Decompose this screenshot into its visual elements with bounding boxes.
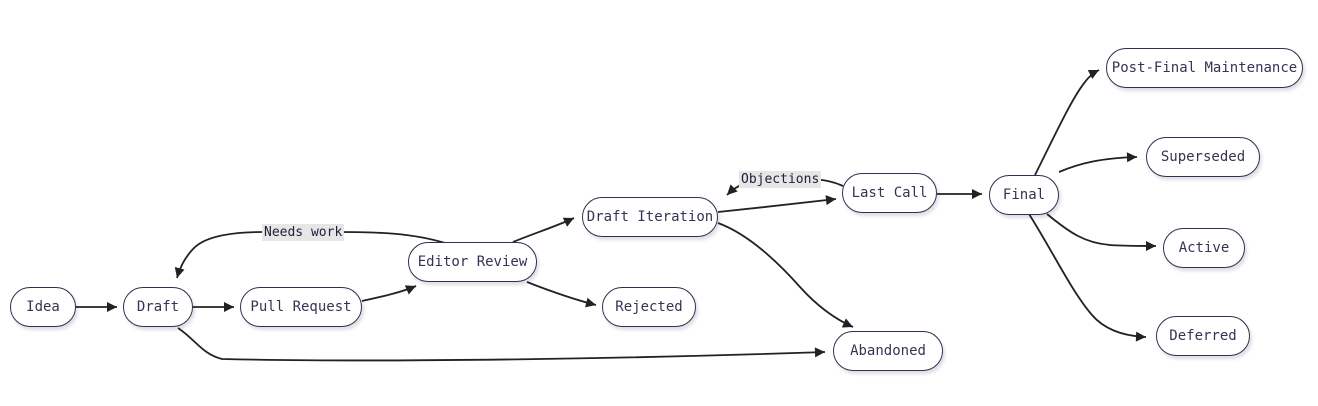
node-active: Active <box>1163 228 1245 268</box>
edge-editor-review-draft-iteration <box>512 217 575 243</box>
edge-final-active <box>1046 213 1157 251</box>
edge-pull-request-editor-review <box>361 285 417 302</box>
edge-draft-abandoned <box>177 327 826 362</box>
node-last-call: Last Call <box>842 173 937 213</box>
edge-final-deferred <box>1028 213 1147 342</box>
node-abandoned: Abandoned <box>833 331 943 371</box>
edge-label-needs-work: Needs work <box>262 224 345 241</box>
node-draft: Draft <box>123 287 193 327</box>
node-deferred: Deferred <box>1156 316 1250 356</box>
node-idea: Idea <box>10 287 76 327</box>
edge-draft-iteration-last-call <box>717 195 837 213</box>
node-pull-request: Pull Request <box>240 287 362 327</box>
edge-final-post-final-maintenance <box>1034 69 1100 176</box>
node-rejected: Rejected <box>602 287 696 327</box>
node-editor-review: Editor Review <box>408 242 537 282</box>
node-superseded: Superseded <box>1146 137 1260 177</box>
node-post-final-maintenance: Post-Final Maintenance <box>1106 48 1303 88</box>
edge-draft-iteration-abandoned <box>717 222 854 328</box>
edge-label-objections: Objections <box>739 171 822 188</box>
edge-final-superseded <box>1058 152 1138 173</box>
node-final: Final <box>989 175 1059 215</box>
edge-editor-review-draft-needs-work <box>174 231 446 279</box>
edge-editor-review-rejected <box>526 281 597 308</box>
node-draft-iteration: Draft Iteration <box>582 197 718 237</box>
